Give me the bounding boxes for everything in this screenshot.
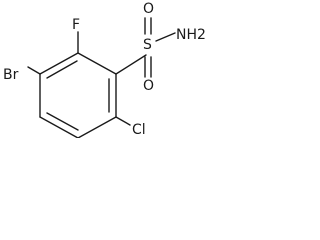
ring-double-bond-c4-c5-inner <box>46 112 79 131</box>
bond-c6-br <box>27 66 41 75</box>
ring-bond-c4-c5 <box>39 116 79 138</box>
atom-label-cl: Cl <box>132 122 146 138</box>
atom-label-nh2: NH2 <box>176 27 206 43</box>
molecule-structure: Br F S O O NH2 Cl <box>3 1 206 138</box>
atom-label-o-bottom: O <box>143 78 154 94</box>
atom-label-br: Br <box>3 67 19 83</box>
atom-label-f: F <box>72 17 80 33</box>
ring-double-bond-c1-c6-inner <box>46 60 78 79</box>
ring-bond-c1-c2 <box>77 52 117 75</box>
atom-label-s: S <box>143 37 152 53</box>
ring-bond-c3-c4 <box>77 116 117 138</box>
atom-label-o-top: O <box>143 1 154 17</box>
bond-c3-cl <box>115 116 131 126</box>
ring-bond-c6-c1 <box>39 52 79 75</box>
bond-s-nh2 <box>155 32 176 42</box>
bond-c2-s <box>115 54 147 75</box>
